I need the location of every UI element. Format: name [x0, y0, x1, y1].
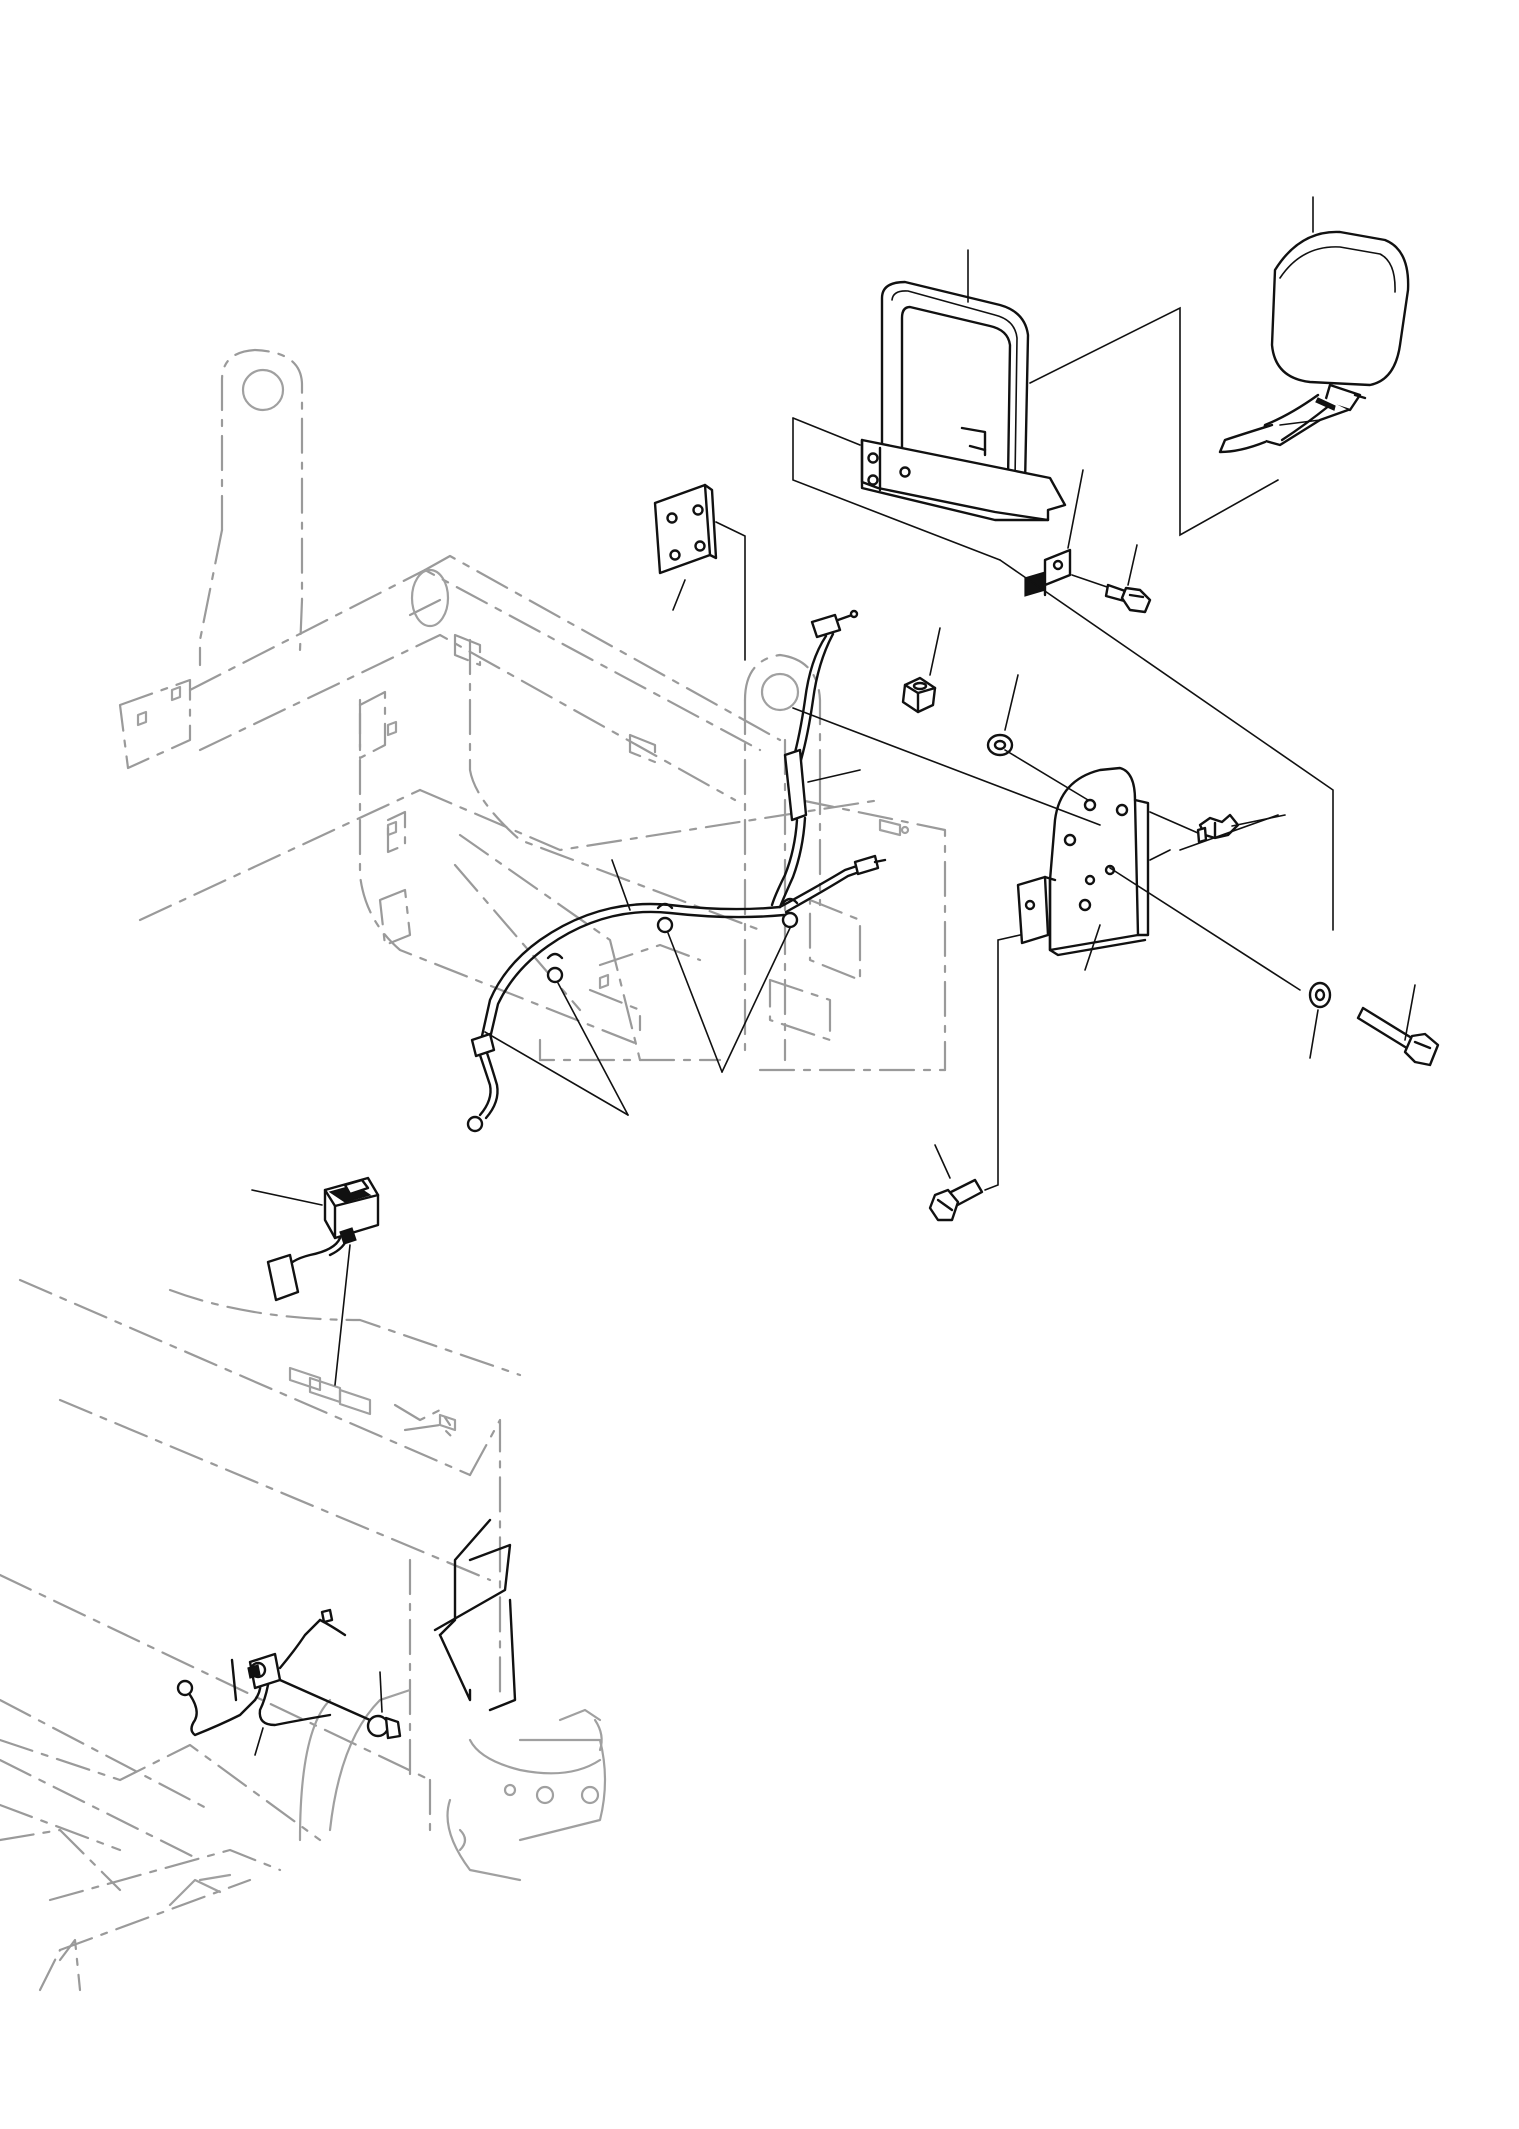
leader-push-fastener: [1231, 814, 1286, 827]
washer-icon: [1308, 981, 1332, 1009]
leader-boom-harness: [611, 859, 631, 911]
switch-icon: [266, 1176, 380, 1302]
leader-push-connector: [379, 1671, 383, 1713]
leader-flat-washer-top: [1004, 674, 1019, 731]
machine-frame-ghost: [0, 348, 947, 1992]
bolt-icon: [928, 1178, 984, 1222]
nut-icon: [901, 676, 937, 714]
leader-long-bolt: [1404, 984, 1416, 1041]
leader-light-bracket: [1084, 924, 1101, 971]
leader-small-clip: [1067, 469, 1084, 549]
leader-wire-clips: [484, 927, 791, 1116]
assembly-plane-outline: [792, 306, 1321, 561]
leader-short-bolt: [934, 1144, 951, 1179]
leader-harness-sleeve: [807, 769, 861, 783]
clip-icon: [1024, 548, 1072, 597]
leader-switch-to-panel: [334, 1244, 351, 1386]
wire-harness-icon: [176, 1608, 372, 1737]
wire-harness-icon: [466, 609, 887, 1133]
leader-clip-to-bolt: [1071, 574, 1111, 589]
leader-bolt-axis: [1109, 867, 1301, 991]
leader-mounting-plate: [672, 579, 686, 611]
bolt-icon: [1356, 1006, 1440, 1067]
bracket-plane-outline: [792, 559, 1334, 931]
leader-relay-harness: [254, 1727, 264, 1756]
connector-icon: [366, 1714, 402, 1740]
leader-hex-nut: [929, 627, 941, 676]
guard-frame-icon: [860, 280, 1067, 522]
leader-fastener-to-bracket: [1149, 811, 1199, 834]
bolt-icon: [1104, 583, 1152, 614]
leader-short-bolt-path: [984, 934, 1021, 1191]
connector-icon: [1196, 813, 1240, 844]
cab-panel-edge: [433, 1518, 517, 1712]
leader-plate-to-harness: [715, 521, 746, 661]
leader-rocker-switch: [251, 1189, 323, 1206]
work-light-icon: [1218, 230, 1410, 454]
plate-icon: [653, 483, 718, 575]
bracket-icon: [1016, 766, 1150, 957]
leader-flange-bolt-top: [1127, 544, 1138, 586]
leader-flat-washer-lower: [1309, 1009, 1319, 1059]
